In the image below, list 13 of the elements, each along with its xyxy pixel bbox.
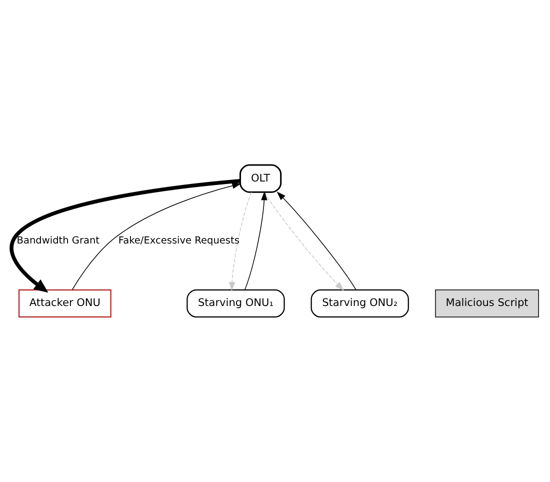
node-box: Malicious Script	[435, 290, 539, 318]
edge-label: Bandwidth Grant	[16, 236, 100, 247]
edge-label: Fake/Excessive Requests	[118, 236, 240, 247]
arrow	[10, 178, 240, 293]
arrow	[244, 191, 268, 290]
arrow	[264, 192, 344, 291]
arrow	[72, 182, 242, 290]
node-box: Attacker ONU	[18, 289, 112, 318]
node-box: OLT	[239, 164, 282, 193]
node-box: Starving ONU₂	[310, 289, 409, 318]
arrow	[228, 192, 252, 292]
node-box: Starving ONU₁	[186, 289, 285, 318]
arrow	[276, 191, 356, 290]
